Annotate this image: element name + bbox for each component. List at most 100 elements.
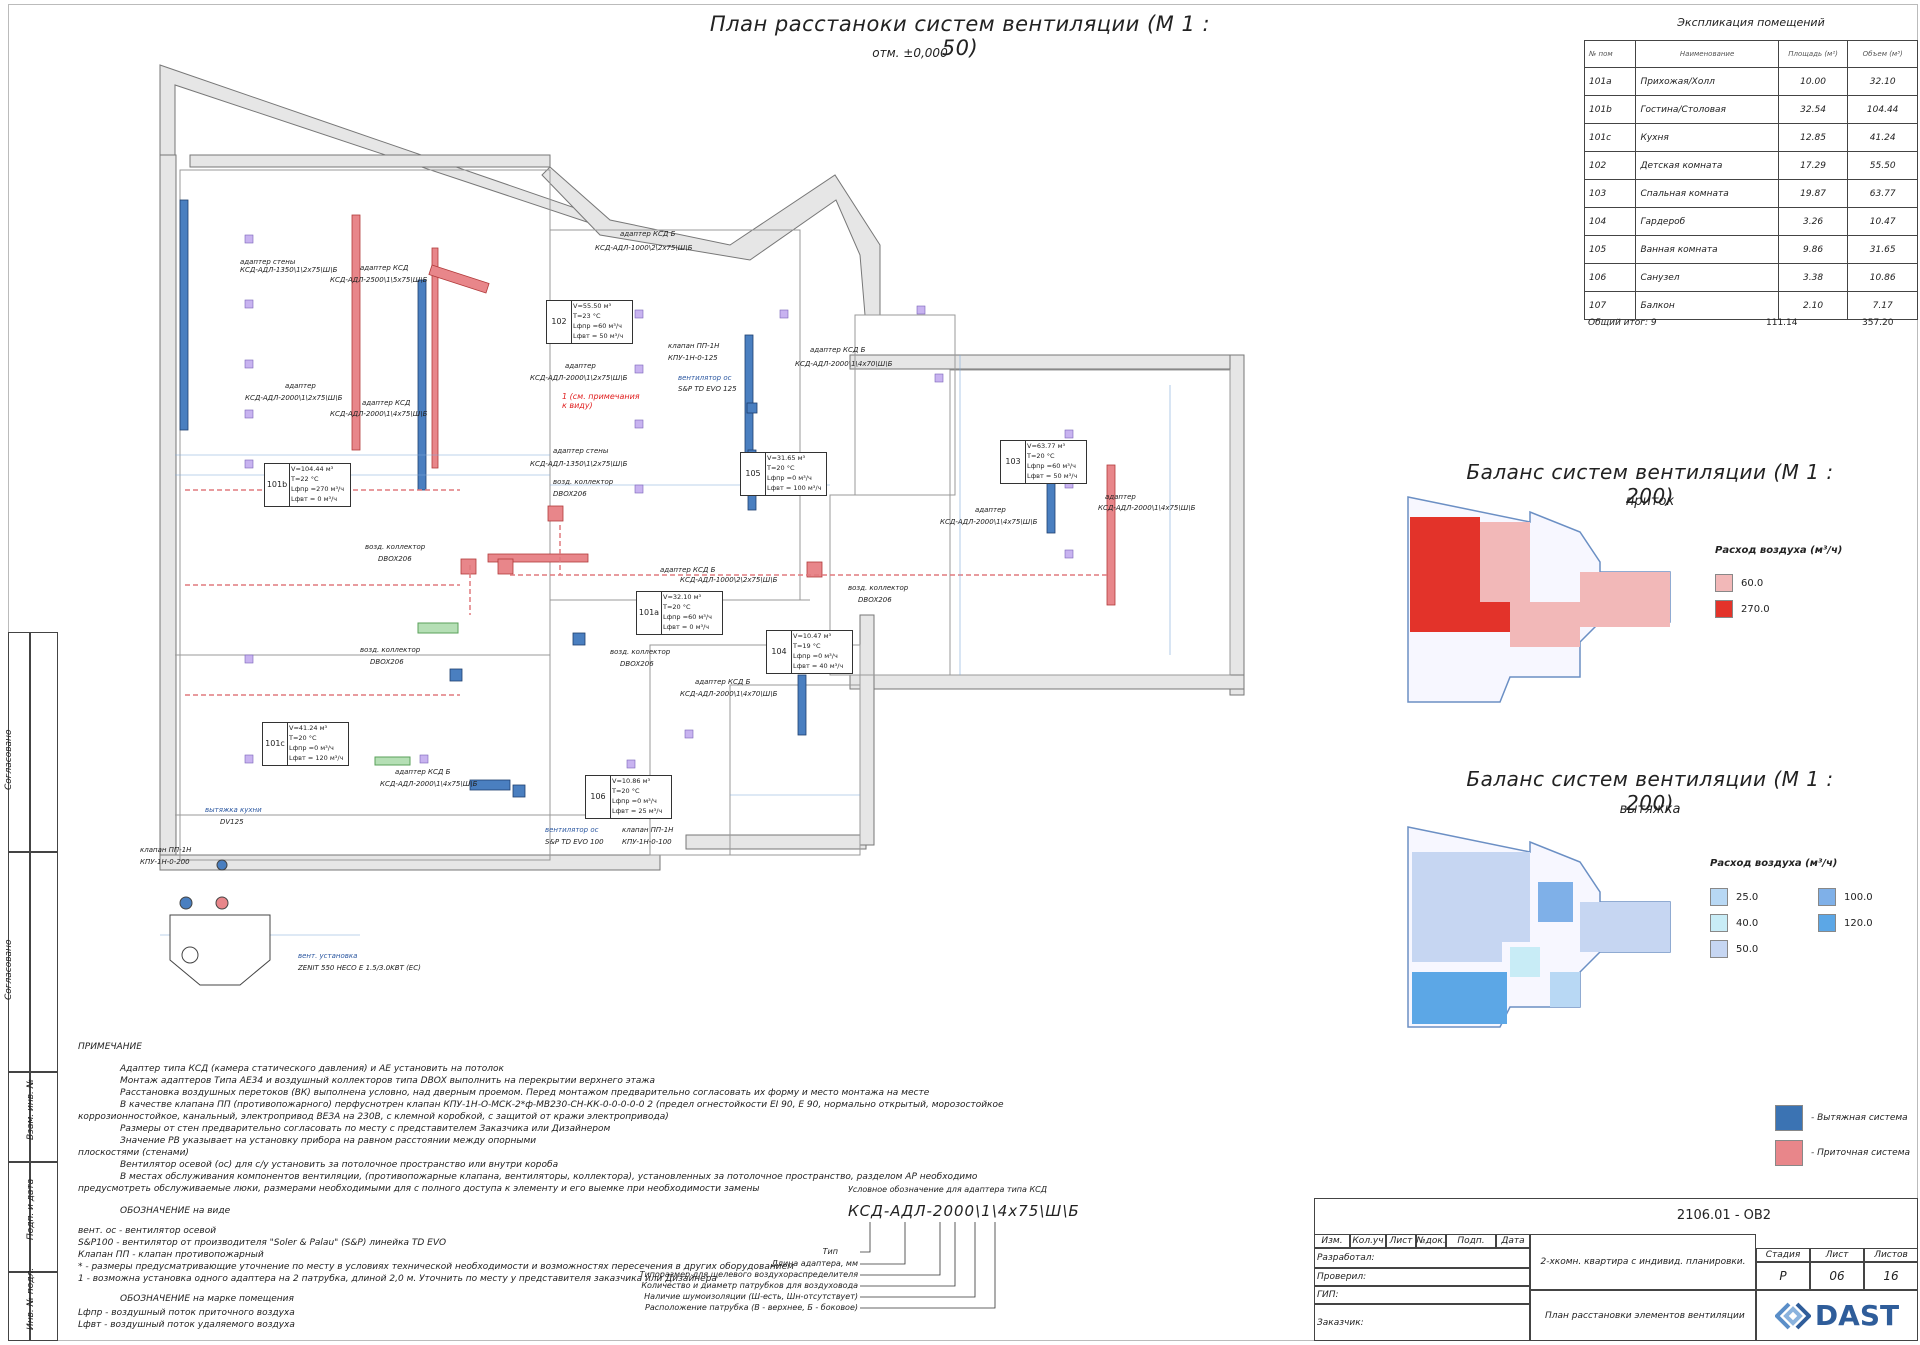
room-outline [854,314,956,496]
wall-segment [849,674,1245,690]
table-cell: Детская комната [1635,151,1779,180]
revision-header: Подп. [1446,1234,1496,1248]
table-cell: Кухня [1635,123,1779,152]
ventilation-unit [169,914,271,986]
plan-label: DBOX206 [620,660,654,668]
room-supply: Lфпр =0 м³/ч [289,744,334,752]
room-volume: V=10.86 м³ [612,777,651,785]
plan-label: S&P TD EVO 125 [678,385,737,393]
legend-swatch [1818,914,1836,932]
room-exhaust: Lфвт = 100 м³/ч [767,484,822,492]
plan-label: адаптер стены [240,258,296,266]
room-legend-line: Lфпр - воздушный поток приточного воздух… [78,1308,295,1318]
room-exhaust: Lфвт = 50 м³/ч [1027,472,1078,480]
legend-swatch [1710,940,1728,958]
fan-circle [181,946,199,964]
plan-label: адаптер [1105,493,1136,501]
room-volume: V=31.65 м³ [767,454,806,462]
wall-segment [685,834,867,850]
room-number: 101c [263,723,288,765]
room-number: 105 [741,453,766,495]
explication-table: № пом Наименование Площадь (м²) Объем (м… [1583,40,1918,320]
side-stamp-cell [30,852,58,1072]
table-cell: 101a [1583,67,1637,96]
leader-line [860,1222,906,1265]
drawing-code: 2106.01 - ОВ2 [1676,1208,1772,1223]
room-volume: V=32.10 м³ [663,593,702,601]
table-cell: Спальная комната [1635,179,1779,208]
diffuser [916,305,926,315]
plan-label: DBOX206 [370,658,404,666]
diffuser [244,234,254,244]
room-supply: Lфпр =60 м³/ч [573,322,622,330]
room-outline [179,169,551,861]
wall-segment [189,154,551,168]
room-number: 101b [265,464,290,506]
legend-line: вент. ос - вентилятор осевой [78,1226,217,1236]
legend-swatch [1715,574,1733,592]
plan-label: DBOX206 [553,490,587,498]
role-label: ГИП: [1317,1290,1339,1300]
diffuser [244,409,254,419]
role-label: Заказчик: [1317,1317,1364,1328]
room-legend-line: Lфвт - воздушный поток удаляемого воздух… [78,1320,295,1330]
room-temp: T=20 °С [663,603,691,611]
plan-label: DV125 [220,818,244,826]
stamp-replaces-inventory: Взам. инв. № [26,1078,36,1140]
plan-label: адаптер [285,382,316,390]
exhaust-adapter [746,402,758,414]
table-cell: 55.50 [1847,151,1918,180]
valve-circle [179,896,193,910]
stamp-original-inventory: Инв. № подл. [26,1267,36,1330]
room-exhaust: Lфвт = 40 м³/ч [793,662,844,670]
room-legend-heading: ОБОЗНАЧЕНИЕ на марке помещения [120,1294,294,1304]
plan-label: адаптер КСД Б [810,346,866,354]
table-header-row: № пом Наименование Площадь (м²) Объем (м… [1583,40,1918,68]
room-exhaust: Lфвт = 120 м³/ч [289,754,344,762]
table-cell: 10.47 [1847,207,1918,236]
supply-zone-270 [1410,602,1510,632]
project-name: 2-хкомн. квартира с индивид. планировки. [1540,1257,1746,1267]
supply-balance-plan [1407,496,1671,703]
plan-subtitle: отм. ±0,000 [872,46,948,60]
supply-adapter [547,505,564,522]
plan-label: адаптер [975,506,1006,514]
side-stamp-cell [8,1272,30,1341]
legend-line: Клапан ПП - клапан противопожарный [78,1250,264,1260]
table-cell: 7.17 [1847,291,1918,320]
room-number: 106 [586,776,611,818]
leader-line [860,1222,976,1298]
plan-label: КСД-АДЛ-2000\1\4x75\Ш\Б [1098,504,1196,512]
explication-total-area: 111.14 [1766,318,1798,328]
wall-segment [859,614,875,846]
room-temp: T=20 °С [289,734,317,742]
side-stamp-cell [30,1072,58,1162]
plan-label: КСД-АДЛ-1000\2\2x75\Ш\Б [680,576,778,584]
note-line: Расстановка воздушных перетоков (ВК) вып… [120,1088,930,1098]
revision-header: Лист [1386,1234,1416,1248]
table-cell: 103 [1583,179,1637,208]
exhaust-adapter [449,668,463,682]
wall-segment [159,854,661,871]
side-stamp-cell [30,632,58,852]
note-line: Значение РВ указывает на установку прибо… [120,1136,537,1146]
leader-line [860,1222,871,1253]
room-exhaust: Lфвт = 50 м³/ч [573,332,624,340]
valve-circle [215,896,229,910]
plan-label: вентилятор ос [678,374,732,382]
room-outline [729,684,861,856]
diffuser [244,754,254,764]
plan-label: КСД-АДЛ-2000\1\4x70\Ш\Б [795,360,893,368]
sheet-value: 06 [1810,1262,1864,1290]
legend-swatch [1710,888,1728,906]
diffuser [934,373,944,383]
note-line: Размеры от стен предварительно согласова… [120,1124,611,1134]
sheet-label: Лист [1810,1248,1864,1262]
